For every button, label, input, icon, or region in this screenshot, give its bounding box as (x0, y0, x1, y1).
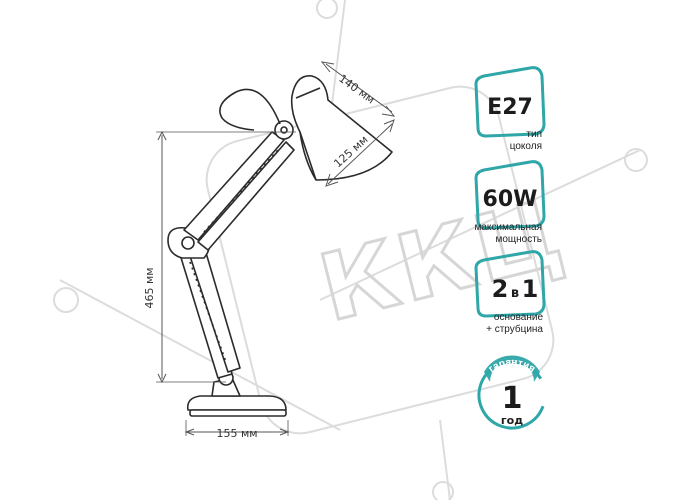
dimension-lines (156, 61, 396, 436)
lamp-shade-cap (295, 87, 321, 99)
shade-length-dim-line (325, 63, 393, 113)
power-badge: 60W максимальная мощность (474, 160, 546, 245)
warranty-unit: год (501, 414, 523, 427)
warranty-ring-lower (477, 360, 547, 430)
warranty-ring-icon (477, 360, 547, 430)
power-value: 60W (483, 187, 538, 212)
shade-length-label: 140 мм (336, 72, 377, 107)
two-in-one-caption-line2: + струбцина (486, 323, 543, 335)
two-in-one-caption-line1: основание (494, 312, 544, 323)
lamp-shade-edge (299, 131, 317, 181)
base-arrow-left (184, 428, 195, 436)
power-caption-line1: максимальная (475, 222, 543, 233)
svg-text:гарантия: гарантия (487, 357, 538, 375)
base-width-label: 155 мм (216, 427, 257, 440)
lamp-upper-spring (203, 149, 279, 233)
lamp-head-pivot-center (280, 126, 288, 134)
watermark-line (59, 279, 341, 431)
lamp-base-rim (189, 409, 287, 417)
socket-badge-icon (474, 66, 546, 138)
watermark-circle (432, 481, 454, 500)
two-in-one-connector: в (511, 286, 519, 301)
lamp-cable (219, 88, 281, 131)
socket-type-value: E27 (487, 95, 533, 120)
lamp-upper-arm-rail (197, 141, 295, 251)
warranty-years: 1 (502, 381, 523, 416)
two-in-one-badge: 2 в 1 основание + струбцина (474, 250, 546, 335)
two-in-one-badge-icon (474, 250, 546, 318)
shade-diameter-dim-line (327, 123, 393, 185)
shade-length-arrow-b (381, 105, 396, 117)
power-badge-icon (474, 160, 546, 230)
two-in-one-digit-b: 1 (522, 275, 539, 303)
two-in-one-digit-a: 2 (492, 275, 509, 303)
socket-caption-line2: цоколя (510, 141, 542, 152)
height-arrow-bottom (157, 373, 167, 384)
desk-lamp-illustration (167, 75, 393, 417)
height-label: 465 мм (143, 267, 156, 308)
socket-caption-line1: тип (526, 129, 542, 140)
lamp-upper-arm (183, 131, 285, 241)
watermark-circle (624, 148, 648, 172)
lamp-elbow-pivot (181, 236, 195, 250)
shade-length-arrow-a (320, 61, 335, 73)
watermark-circle (53, 287, 79, 313)
warranty-arc-band (484, 355, 540, 382)
height-arrow-top (157, 130, 167, 141)
lamp-shade (290, 75, 393, 181)
watermark-line (329, 0, 346, 121)
watermark-circle (316, 0, 338, 19)
socket-badge: E27 тип цоколя (474, 66, 546, 152)
lamp-base (186, 395, 287, 411)
power-caption-line2: мощность (495, 234, 542, 245)
warranty-arc-label-front: гарантия (487, 357, 538, 375)
watermark-line (439, 419, 451, 500)
warranty-seal: гарантия гарантия 1 год (477, 355, 547, 430)
shade-diameter-arrow-b (383, 119, 395, 133)
shade-diameter-arrow-a (325, 173, 339, 187)
base-arrow-right (279, 428, 290, 436)
